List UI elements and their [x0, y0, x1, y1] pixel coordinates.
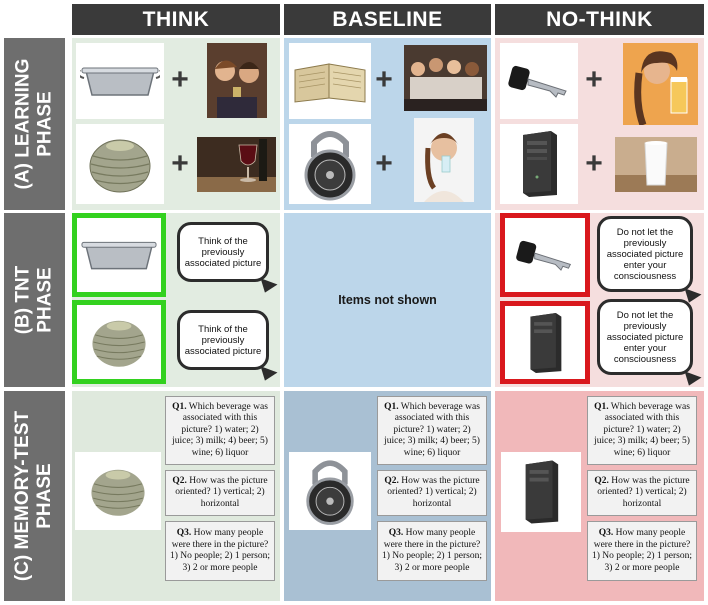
car-key-icon [516, 240, 572, 271]
nothink-speech-bubble: Do not let the previously associated pic… [597, 216, 693, 292]
question-3-box: Q3. How many people were there in the pi… [587, 521, 697, 581]
question-2-box: Q2. How was the picture oriented? 1) ver… [587, 470, 697, 516]
rope-coil-icon [91, 469, 145, 516]
plus-sign: + [171, 147, 189, 180]
question-3-text: How many people were there in the pictur… [592, 528, 692, 573]
couple-drinking-image [207, 43, 267, 118]
question-1-box: Q1. Which beverage was associated with t… [587, 396, 697, 465]
car-key-framed-image [500, 213, 590, 297]
question-3-text: How many people were there in the pictur… [382, 528, 482, 573]
rope-coil-framed-image [72, 300, 166, 384]
question-1-label: Q1. [172, 401, 187, 412]
plus-sign: + [585, 147, 603, 180]
question-1-text: Which beverage was associated with this … [594, 401, 690, 458]
baking-pan-icon [81, 241, 157, 270]
rope-coil-icon [92, 320, 146, 367]
couple-drinking-icon [207, 43, 267, 118]
question-2-label: Q2. [172, 475, 187, 486]
tnt-baseline-cell [284, 213, 491, 387]
book-image [289, 43, 371, 119]
wine-glass-image [197, 137, 276, 192]
question-2-label: Q2. [384, 475, 399, 486]
rope-coil-icon [89, 139, 151, 193]
column-header-baseline: BASELINE [284, 4, 491, 35]
question-3-box: Q3. How many people were there in the pi… [377, 521, 487, 581]
think-speech-bubble: Think of the previously associated pictu… [177, 222, 269, 282]
row-header-tnt-label: (B) TNT PHASE [12, 265, 56, 335]
padlock-icon [306, 460, 354, 525]
question-3-box: Q3. How many people were there in the pi… [165, 521, 275, 581]
baking-pan-image [76, 43, 164, 119]
baking-pan-icon [80, 67, 160, 96]
padlock-icon [304, 131, 356, 201]
computer-tower-icon [525, 460, 559, 524]
column-header-think: THINK [72, 4, 280, 35]
plus-sign: + [375, 147, 393, 180]
padlock-image [289, 124, 371, 204]
friends-party-icon [404, 45, 487, 111]
question-1-box: Q1. Which beverage was associated with t… [165, 396, 275, 465]
row-header-memory: (C) MEMORY-TEST PHASE [4, 391, 65, 601]
question-2-box: Q2. How was the picture oriented? 1) ver… [165, 470, 275, 516]
row-header-tnt: (B) TNT PHASE [4, 213, 65, 387]
milk-glass-image [615, 137, 697, 192]
nothink-speech-bubble: Do not let the previously associated pic… [597, 299, 693, 375]
car-key-image [500, 43, 578, 119]
question-1-text: Which beverage was associated with this … [384, 401, 480, 458]
question-2-text: How was the picture oriented? 1) vertica… [387, 475, 480, 509]
question-3-label: Q3. [176, 528, 192, 538]
question-1-label: Q1. [594, 401, 609, 412]
question-2-label: Q2. [594, 475, 609, 486]
computer-tower-framed-image [500, 301, 590, 384]
question-2-box: Q2. How was the picture oriented? 1) ver… [377, 470, 487, 516]
question-3-label: Q3. [388, 528, 404, 538]
question-3-label: Q3. [598, 528, 614, 538]
row-header-learning: (A) LEARNING PHASE [4, 38, 65, 210]
question-3-text: How many people were there in the pictur… [170, 528, 270, 573]
question-1-text: Which beverage was associated with this … [172, 401, 268, 458]
plus-sign: + [171, 63, 189, 96]
car-key-icon [508, 65, 567, 98]
plus-sign: + [375, 63, 393, 96]
question-1-label: Q1. [384, 401, 399, 412]
rope-coil-image [76, 124, 164, 204]
friends-party-image [404, 45, 487, 111]
row-header-learning-label: (A) LEARNING PHASE [12, 58, 56, 190]
plus-sign: + [585, 63, 603, 96]
row-header-memory-label: (C) MEMORY-TEST PHASE [12, 410, 56, 582]
computer-tower-test-image [501, 452, 581, 532]
question-2-text: How was the picture oriented? 1) vertica… [175, 475, 268, 509]
wine-glass-icon [197, 137, 276, 192]
baking-pan-framed-image [72, 213, 166, 297]
computer-tower-icon [523, 131, 557, 197]
woman-drinking-water-icon [414, 118, 474, 202]
column-header-nothink: NO-THINK [495, 4, 704, 35]
question-1-box: Q1. Which beverage was associated with t… [377, 396, 487, 465]
woman-beer-icon [623, 43, 698, 125]
book-icon [294, 63, 366, 103]
question-2-text: How was the picture oriented? 1) vertica… [597, 475, 690, 509]
think-speech-bubble: Think of the previously associated pictu… [177, 310, 269, 370]
milk-glass-icon [615, 137, 697, 192]
items-not-shown-label: Items not shown [338, 293, 437, 307]
computer-tower-image [500, 124, 578, 204]
computer-tower-icon [530, 312, 562, 373]
padlock-test-image [289, 452, 371, 530]
rope-coil-test-image [75, 452, 161, 530]
woman-beer-image [623, 43, 698, 125]
woman-drinking-water-image [414, 118, 474, 202]
